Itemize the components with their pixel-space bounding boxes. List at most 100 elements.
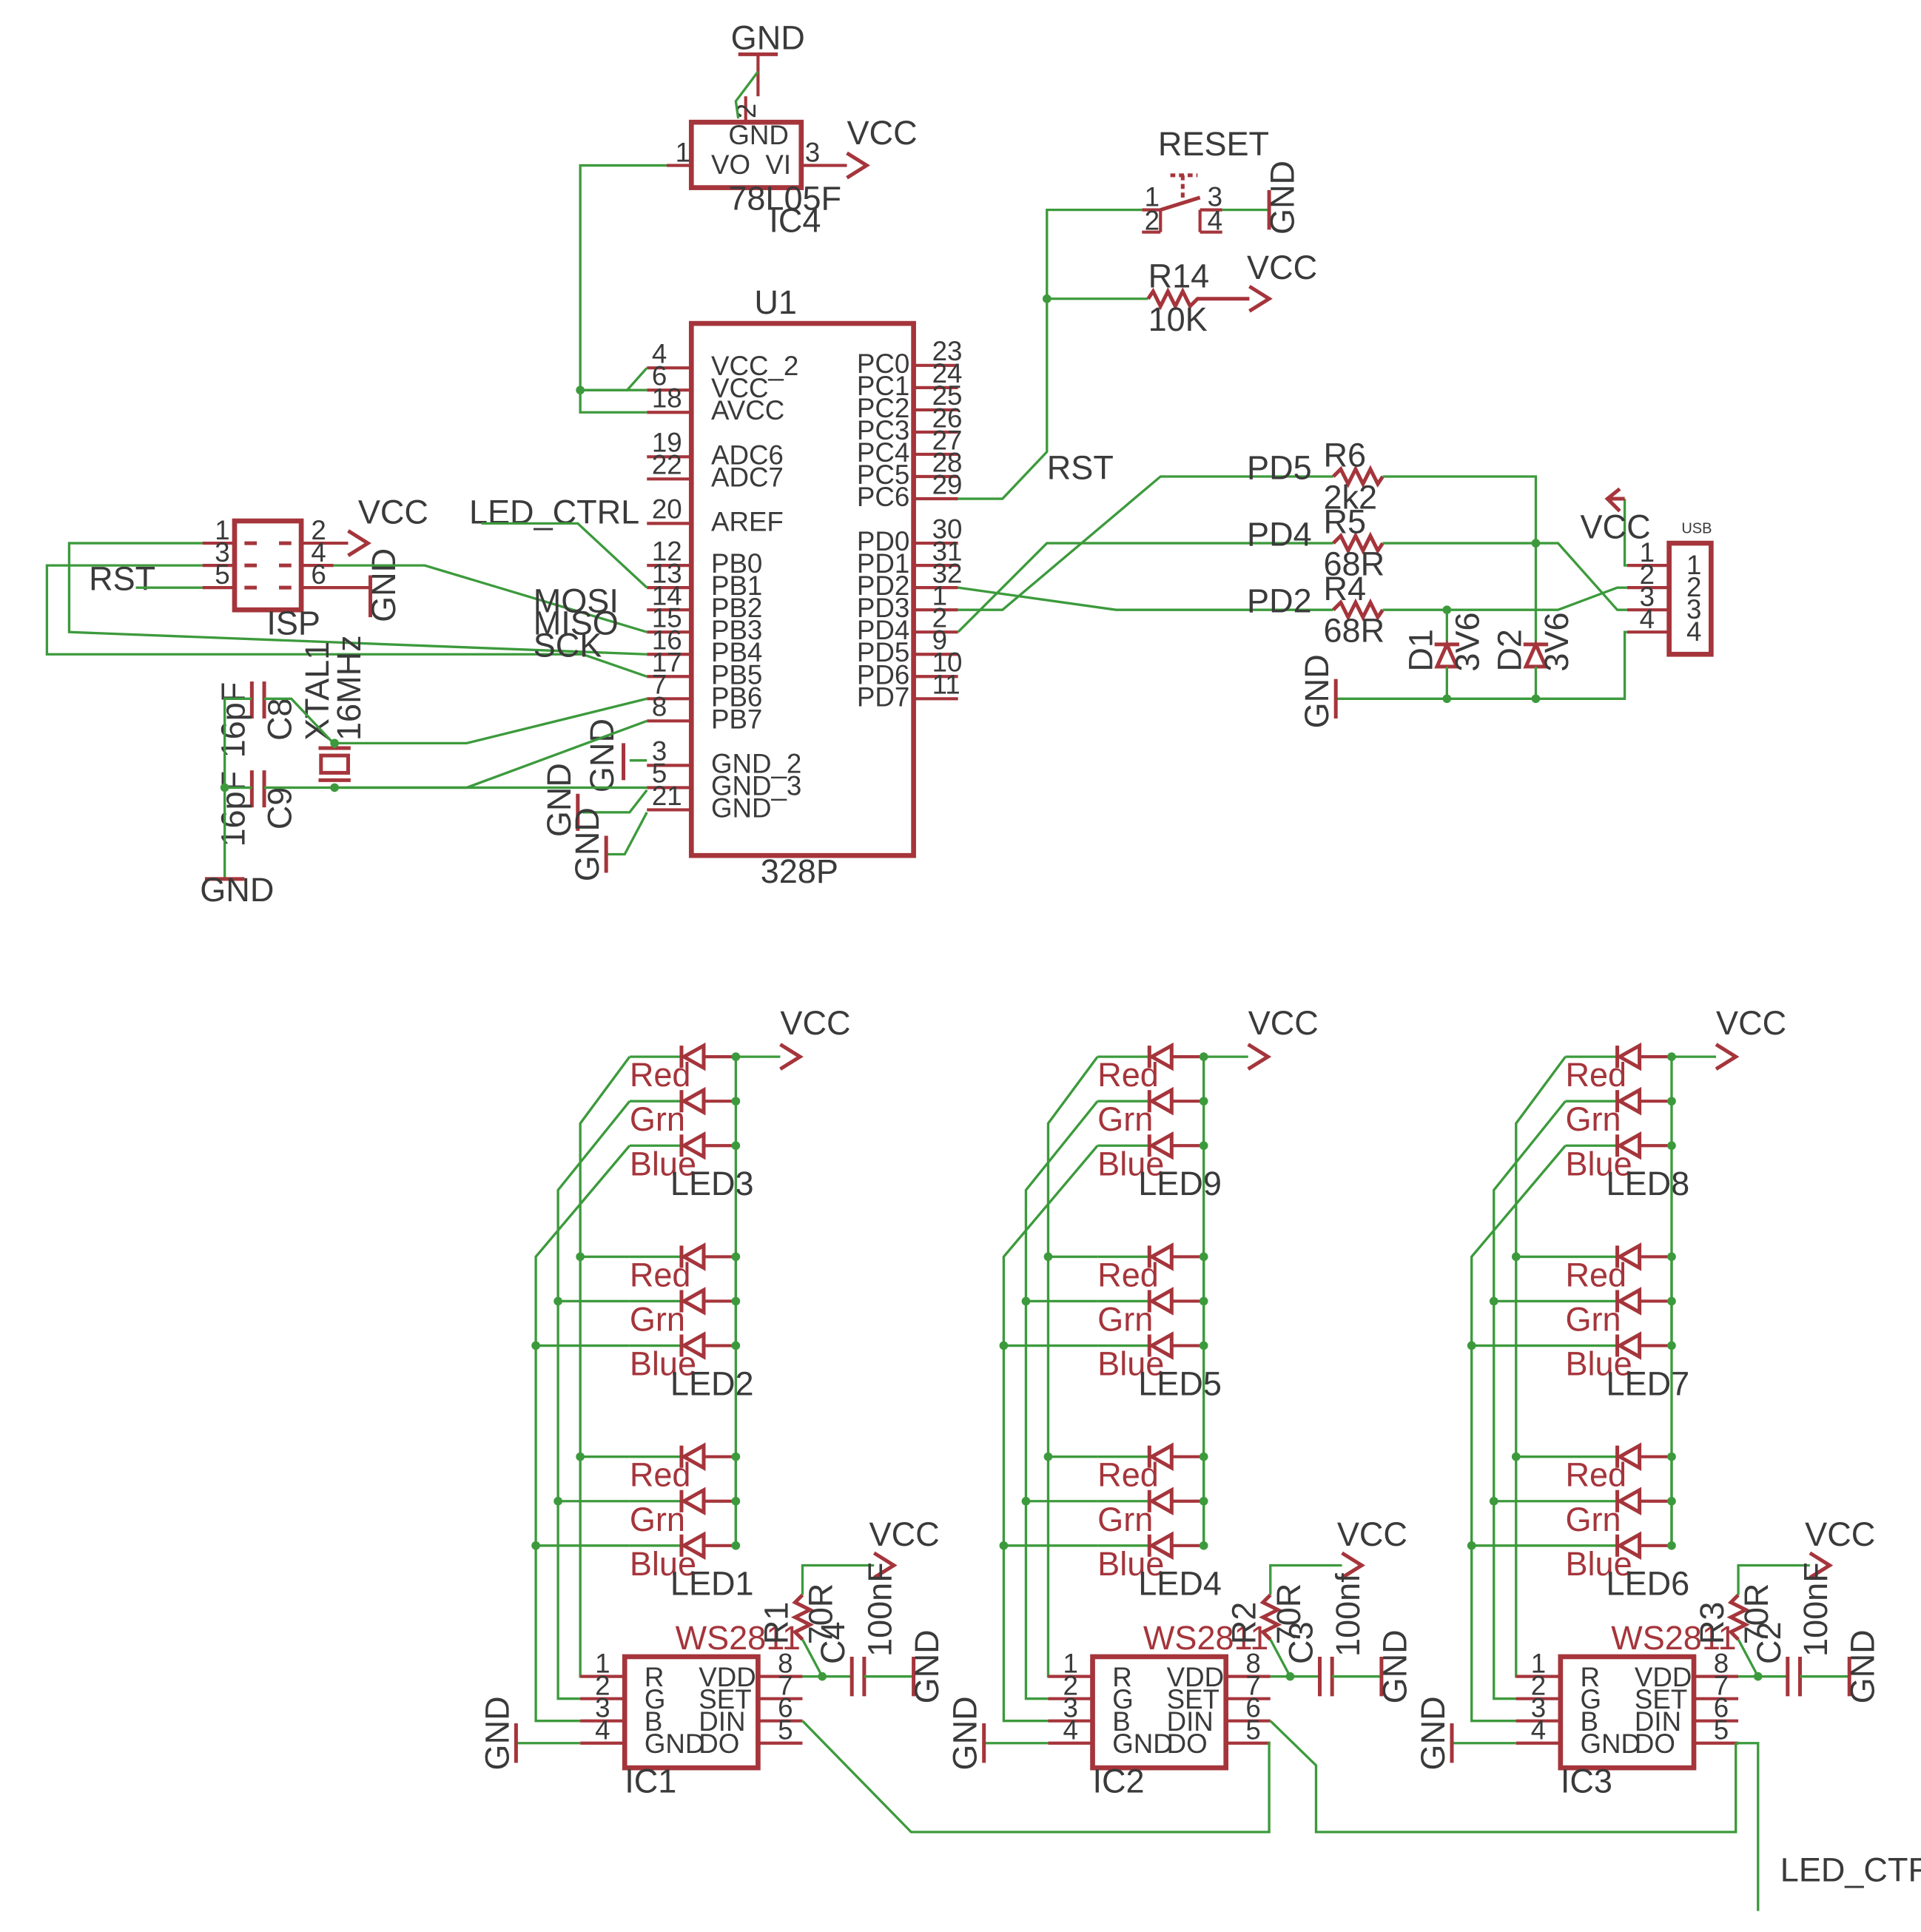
junction [1467,1341,1476,1350]
ic-pin-name: B [1581,1706,1598,1737]
led-color-label: Blue [1097,1545,1164,1583]
led-ctrl-net-label: LED_CTRL [1780,1851,1921,1889]
ic-pin-number: 4 [1063,1715,1077,1746]
cap-value: 100nf [1329,1573,1367,1657]
ic-pin-name: R [1581,1662,1601,1692]
blue-bus [534,1145,631,1723]
vcc-label: VCC [1248,1004,1319,1042]
ic4-vi-pin-name: VI [765,149,791,180]
led-color-label: Blue [1566,1545,1632,1583]
vcc-arrow [1341,1551,1365,1580]
capacitor-c8: 16pF C8 [214,681,299,758]
u1-pin-number: 31 [932,536,963,566]
ic4-vo-pin-name: VO [711,149,750,180]
junction [1511,1252,1521,1262]
led-name: LED9 [1138,1165,1222,1202]
led-color-label: Grn [1097,1100,1153,1138]
resistor-value: 70R [1270,1583,1308,1645]
zener-d1: D1 3V6 [1402,612,1486,671]
cap-value: 100nF [1797,1562,1834,1657]
junction [576,1252,585,1262]
blue-bus [1470,1145,1567,1723]
u1-pin-number: 26 [932,403,963,433]
led-driver-sections: RedGrnBlueLED3RedGrnBlueLED2RedGrnBlueLE… [478,1004,1881,1800]
vcc-arrow [1715,1043,1740,1071]
u1-pin-name: PB2 [711,593,762,623]
cap-name: C2 [1750,1621,1788,1664]
u1-value: 328P [761,852,838,890]
junction [554,1496,562,1506]
u1-pin-name: PD0 [857,526,909,556]
gnd-label: GND [731,19,805,57]
usb-pin-4-inner: 4 [1686,616,1701,647]
xtal-value: 16MHz [330,635,368,741]
blue-bus [1002,1145,1099,1723]
ic-pin-name: DIN [1167,1706,1214,1737]
junction [554,1296,562,1306]
ic4-name: IC4 [769,202,821,240]
pd4-net-label: PD4 [1247,515,1312,553]
u1-pin-name: PB6 [711,681,762,712]
vdd-resistor [1726,1593,1750,1641]
vcc-wire [1737,1564,1810,1595]
ic-pin-number: 4 [1531,1715,1546,1746]
red-bus [579,1056,631,1678]
ic-pin-number: 3 [1063,1693,1077,1723]
d2-value: 3V6 [1538,612,1575,671]
u1-pin-number: 4 [652,339,667,369]
u1-pin-number: 10 [932,647,963,678]
u1-pin-number: 19 [652,428,682,458]
u1-pin-number: 17 [652,647,682,678]
u1-pin-number: 24 [932,358,963,388]
led-name: LED5 [1138,1364,1222,1402]
led-color-label: Red [1566,1056,1627,1094]
reset-switch[interactable]: RESET 1 2 3 4 [1142,125,1269,235]
vcc-label: VCC [358,493,428,531]
u1-pin-name: PB4 [711,637,762,667]
u1-pin-name: ADC7 [711,462,784,492]
reset-pin-3: 3 [1208,182,1222,212]
junction [1753,1672,1763,1681]
led-color-label: Red [1097,1456,1159,1494]
junction [1467,1541,1476,1550]
u1-pin-name: GND [711,792,772,823]
ic-pin-number: 2 [1531,1671,1546,1701]
usb-pin-2-inner: 2 [1686,572,1701,602]
ic-name: IC1 [625,1762,676,1800]
ic-pin-number: 3 [595,1693,610,1723]
led-driver-ic2: RedGrnBlueLED9RedGrnBlueLED5RedGrnBlueLE… [946,1004,1414,1800]
u1-pin-number: 1 [932,581,947,611]
data-chain-wire [1269,1720,1737,1834]
miso-net-label: MISO [534,605,619,642]
gnd-label: GND [1376,1629,1413,1703]
resistor-value: 70R [1737,1583,1775,1645]
junction [531,1341,540,1350]
led-color-label: Red [1097,1256,1159,1293]
ic-pin-number: 8 [778,1649,793,1679]
vcc-wire [1269,1564,1342,1595]
rst-net-label: RST [1047,448,1114,486]
ic-pin-number: 1 [1531,1649,1546,1679]
u1-pin-number: 22 [652,450,682,480]
usb-pin-1-inner: 1 [1686,550,1701,580]
led-color-label: Grn [630,1301,685,1339]
u1-pin-number: 15 [652,603,682,633]
u1-pin-name: PB3 [711,615,762,645]
u1-pin-name: PB1 [711,570,762,601]
led-color-label: Blue [1566,1145,1632,1182]
u1-pin-name: PB7 [711,704,762,734]
junction [1021,1496,1031,1506]
junction [1489,1496,1498,1506]
ic-pin-number: 2 [1063,1671,1077,1701]
u1-pin-name: PD5 [857,637,909,667]
ic-value: WS2811 [1611,1619,1736,1657]
ic-pin-number: 2 [595,1671,610,1701]
gnd-label: GND [1844,1629,1882,1703]
u1-pin-name: PD4 [857,615,909,645]
usb-pin-3: 3 [1640,582,1655,612]
ic-pin-name: B [1112,1706,1130,1737]
